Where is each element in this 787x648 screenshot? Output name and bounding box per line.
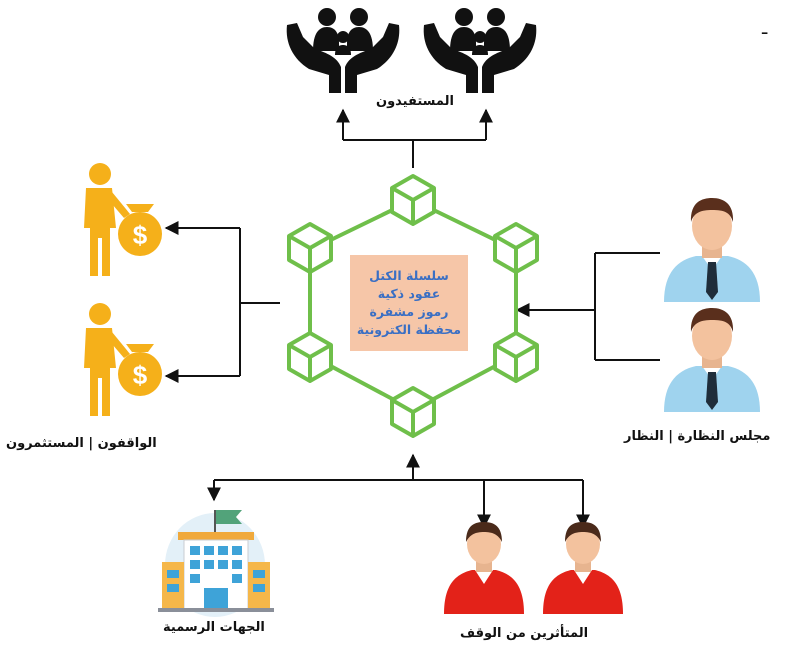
government-building-icon (158, 510, 274, 617)
hands-family-icon (423, 8, 537, 93)
investor-moneybag-icon (84, 303, 162, 416)
label-endowers-investors: الواقفون | المستثمرون (6, 436, 157, 451)
investor-moneybag-icon (84, 163, 162, 276)
label-board-supervisors: مجلس النظارة | النظار (624, 429, 771, 444)
blockchain-cube-icon (390, 174, 436, 226)
businessman-icon (664, 308, 760, 412)
label-official-bodies: الجهات الرسمية (163, 620, 265, 635)
blockchain-cube-icon (390, 386, 436, 438)
person-red-icon (444, 522, 524, 614)
connector-lines (164, 108, 660, 529)
blockchain-cube-icon (493, 222, 539, 274)
blockchain-cube-icon (493, 331, 539, 383)
businessman-icon (664, 198, 760, 302)
blockchain-center-box: سلسلة الكتل عقود ذكية رموز مشفرة محفظة ا… (350, 255, 468, 351)
center-line-smart-contracts: عقود ذكية (377, 286, 441, 301)
blockchain-cube-icon (287, 331, 333, 383)
center-line-wallet: محفظة الكترونية (356, 322, 462, 337)
blockchain-cube-icon (287, 222, 333, 274)
corner-glyph: ـ (762, 18, 768, 39)
hands-family-icon (286, 8, 400, 93)
label-beneficiaries: المستفيدون (376, 94, 454, 109)
label-affected: المتأثرين من الوقف (460, 626, 589, 641)
blockchain-ring (287, 174, 539, 438)
center-line-tokens: رموز مشفرة (369, 304, 449, 319)
person-red-icon (543, 522, 623, 614)
center-line-blockchain: سلسلة الكتل (369, 268, 449, 283)
